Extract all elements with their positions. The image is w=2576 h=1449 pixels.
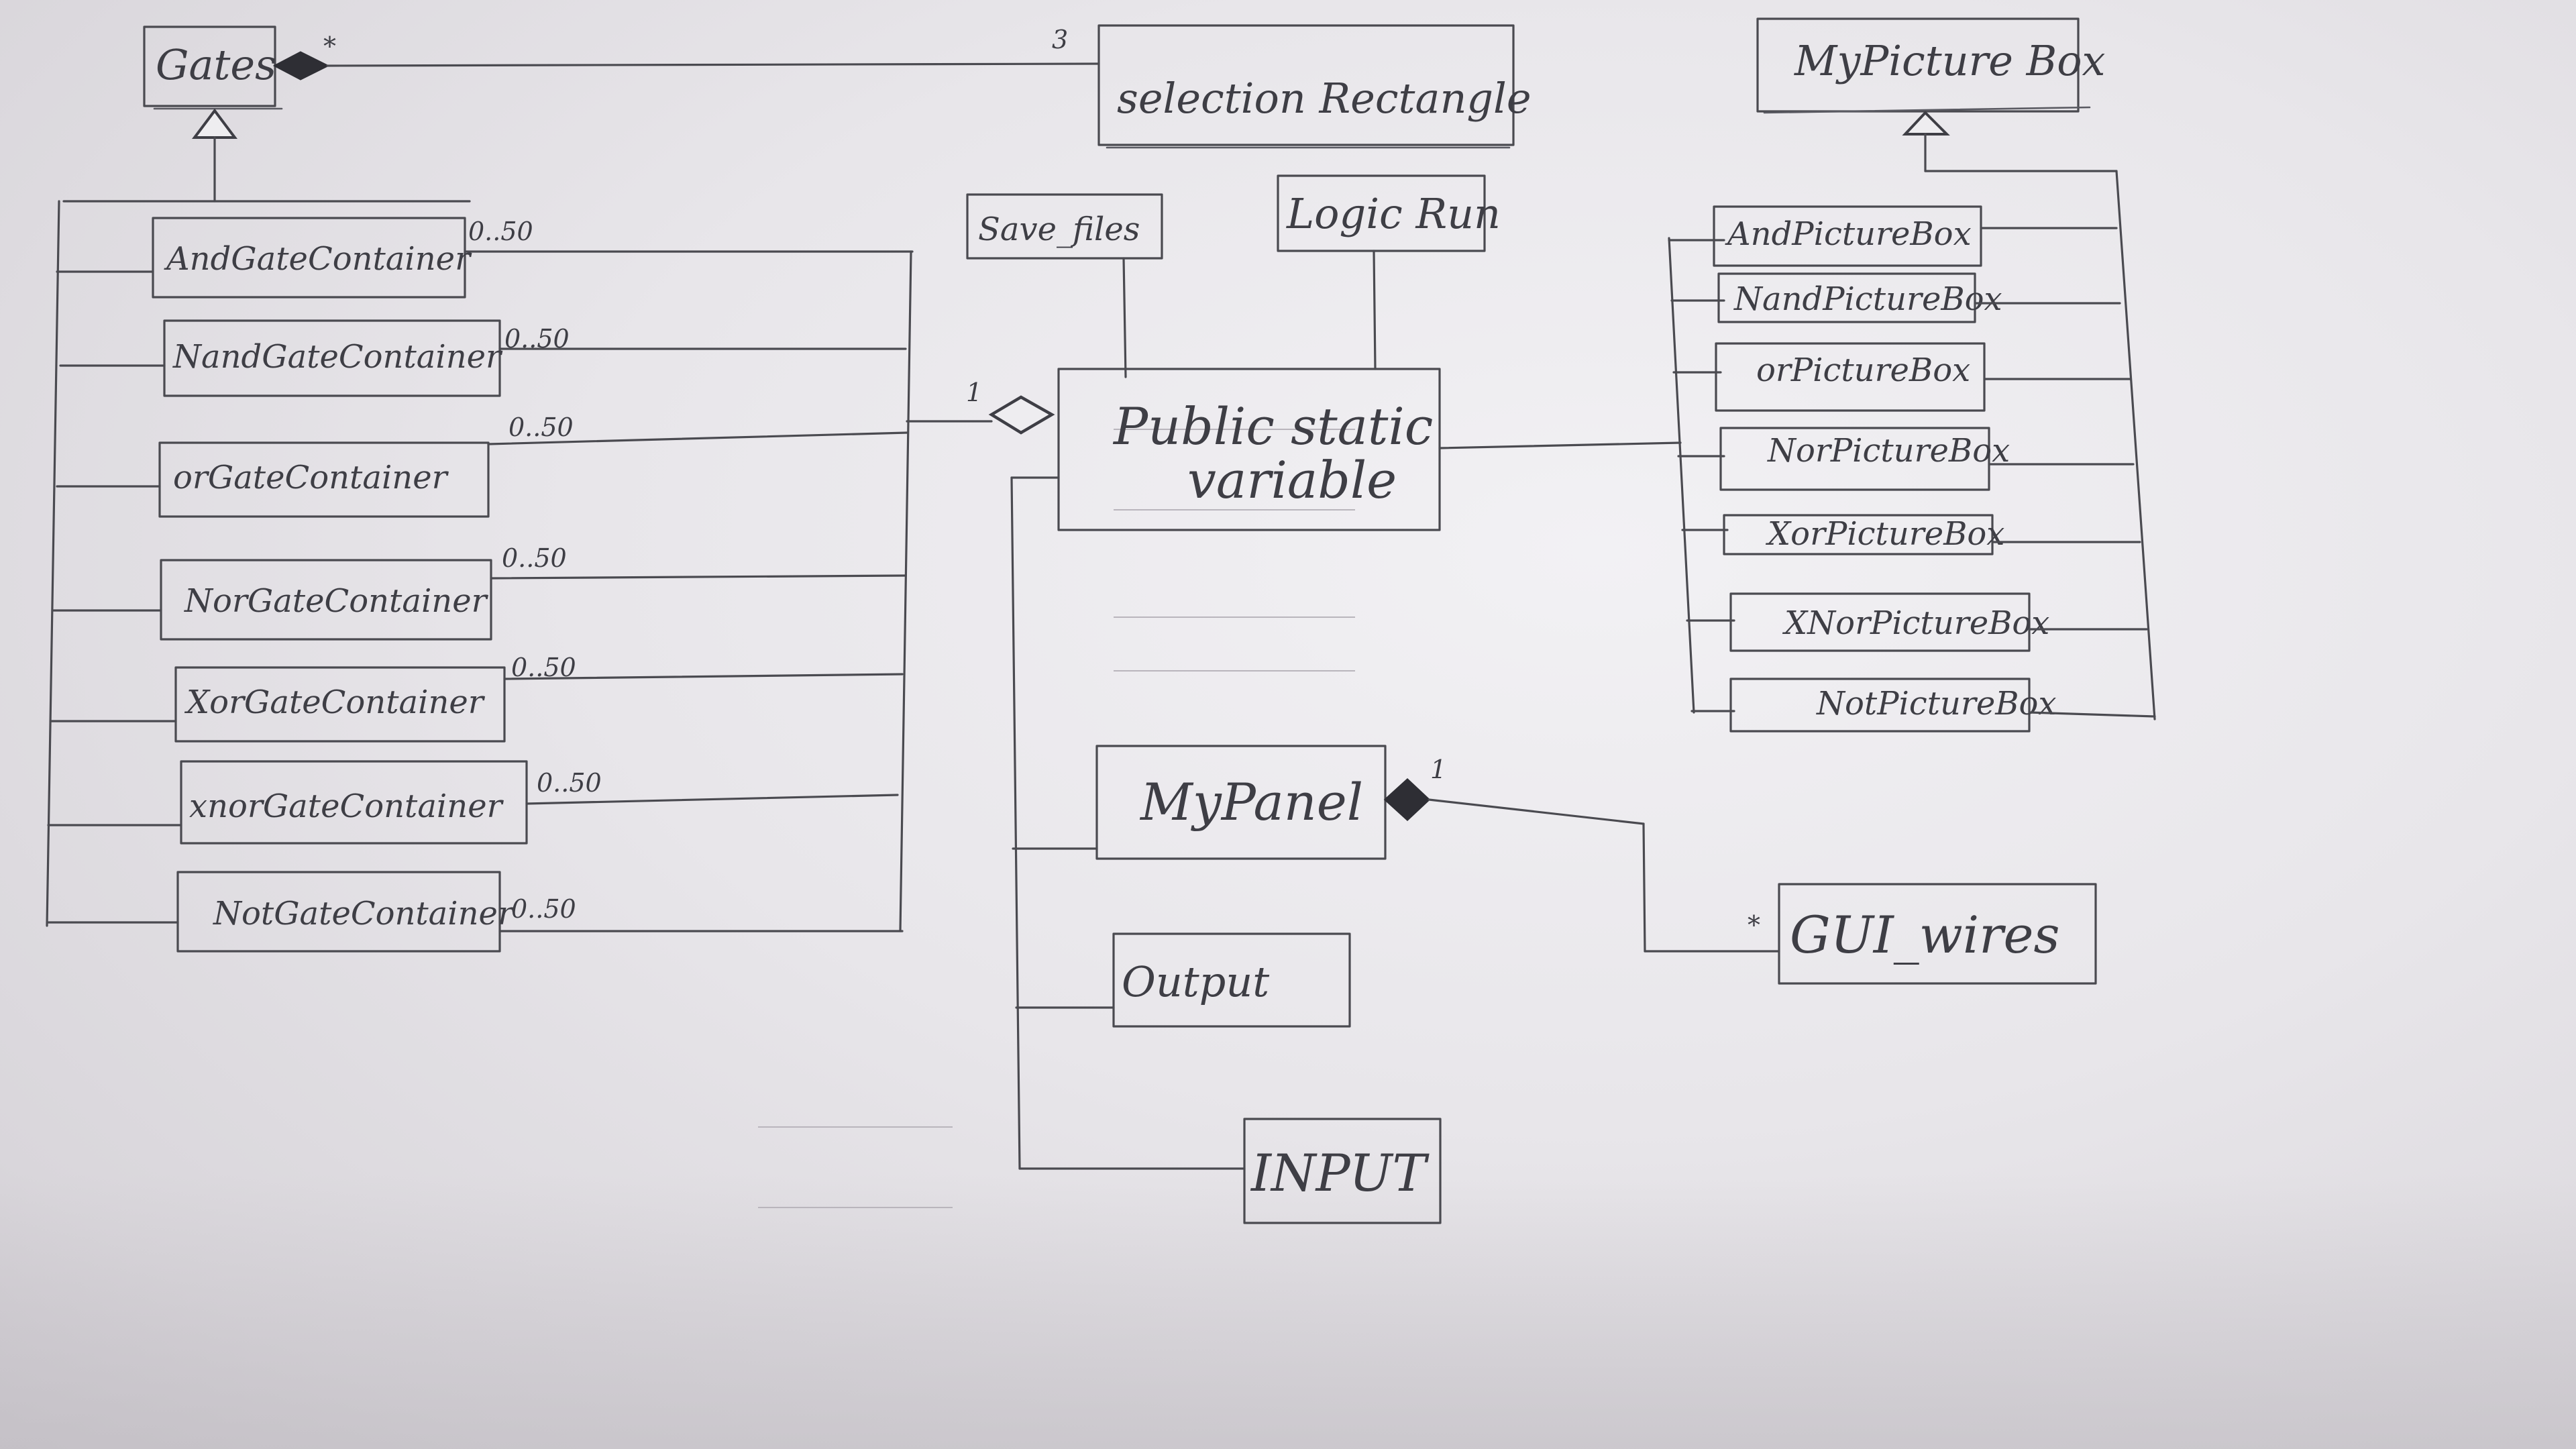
gui-wires-label: GUI_wires [1790,905,2059,965]
and-picture-box-label: AndPictureBox [1725,215,1972,253]
not-picture-box-label: NotPictureBox [1816,685,2057,722]
gui-wires-star-multiplicity: * [1748,910,1760,940]
xor-picture-box-class: XorPictureBox [1723,514,2141,555]
gui-wires-class: GUI_wires * [1748,883,2097,985]
selection-three-multiplicity: 3 [1052,25,1068,54]
public-static-label-line1: Public static [1112,396,1433,456]
gates-generalization [46,108,471,927]
output-label: Output [1122,957,1269,1006]
public-static-variable-class: Public static variable [1057,368,1441,531]
picturebox-left-bus [1668,237,1735,714]
or-picture-box-class: orPictureBox [1715,342,2131,412]
or-gate-container-class: orGateContainer 0..50 [158,413,908,518]
save-files-class: Save_files [966,193,1163,378]
public-static-to-picturebox-link [1438,441,1682,449]
gates-selection-association: * 3 [272,25,1100,80]
or-gate-container-label: orGateContainer [173,459,449,496]
nand-gate-container-label: NandGateContainer [172,338,503,376]
selection-rectangle-label: selection Rectangle [1117,74,1532,123]
input-label: INPUT [1250,1143,1430,1203]
gates-label: Gates [156,40,276,89]
my-picture-box-label: MyPicture Box [1794,36,2106,85]
containers-aggregation-bus: 1 [899,250,1055,932]
nand-gate-container-class: NandGateContainer 0..50 [163,319,907,397]
inheritance-stubs-left [46,270,182,924]
xnor-picture-box-class: XNorPictureBox [1729,592,2148,652]
and-picture-box-class: AndPictureBox [1713,205,2118,267]
not-picture-box-class: NotPictureBox [1729,678,2156,733]
xor-gate-container-label: XorGateContainer [184,684,486,721]
xor-gate-container-class: XorGateContainer 0..50 [174,653,904,743]
my-panel-class: MyPanel 1 [1095,745,1780,953]
and-gate-container-label: AndGateContainer [164,240,472,278]
and-container-multiplicity: 0..50 [468,217,533,246]
nor-container-multiplicity: 0..50 [502,543,567,573]
public-static-label-line2: variable [1187,450,1397,510]
logic-run-label: Logic Run [1286,189,1501,238]
xnor-gate-container-label: xnorGateContainer [189,788,504,825]
gates-star-multiplicity: * [323,32,336,61]
nor-gate-container-label: NorGateContainer [184,582,489,620]
nor-gate-container-class: NorGateContainer 0..50 [160,543,907,641]
not-gate-container-class: NotGateContainer 0..50 [176,871,904,953]
nor-picture-box-class: NorPictureBox [1719,427,2135,491]
not-gate-container-label: NotGateContainer [213,895,515,932]
save-files-label: Save_files [978,211,1140,248]
logic-run-class: Logic Run [1277,174,1501,370]
and-gate-container-class: AndGateContainer 0..50 [152,217,914,299]
xor-picture-box-label: XorPictureBox [1765,515,2004,553]
or-container-multiplicity: 0..50 [508,413,574,442]
gates-class: Gates [143,25,283,110]
nand-picture-box-label: NandPictureBox [1733,280,2002,318]
xnor-container-multiplicity: 0..50 [537,768,602,798]
paper-shadow [0,1174,2576,1449]
public-static-one-multiplicity: 1 [966,378,982,407]
nor-picture-box-label: NorPictureBox [1767,432,2010,470]
xnor-gate-container-class: xnorGateContainer 0..50 [180,760,899,845]
erased-marks [758,429,1355,1208]
xnor-picture-box-label: XNorPictureBox [1782,604,2049,642]
input-class: INPUT [1243,1118,1442,1224]
output-class: Output [1112,932,1351,1028]
my-panel-label: MyPanel [1139,772,1363,832]
public-static-trunk [1010,476,1246,1170]
not-container-multiplicity: 0..50 [511,894,576,924]
nand-picture-box-class: NandPictureBox [1717,272,2121,323]
selection-rectangle-class: selection Rectangle [1097,24,1532,149]
my-panel-one-multiplicity: 1 [1430,755,1446,784]
my-picture-box-class: MyPicture Box [1756,17,2156,720]
or-picture-box-label: orPictureBox [1756,352,1970,389]
